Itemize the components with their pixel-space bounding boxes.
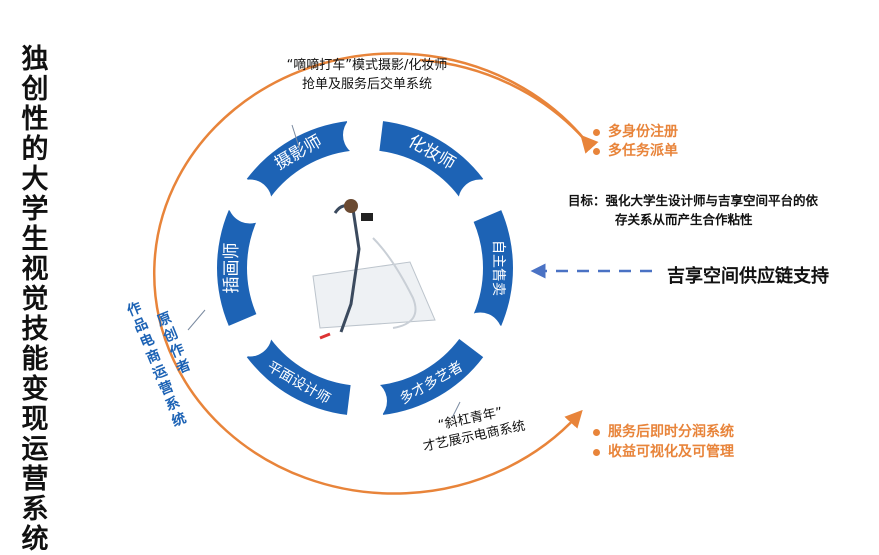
bullet-dot xyxy=(593,128,600,136)
bullet-text: 收益可视化及可管理 xyxy=(608,444,734,460)
connector-top xyxy=(291,124,301,151)
goal-line2: 存关系从而产生合作粘性 xyxy=(615,212,753,227)
ring-gap-circle xyxy=(343,113,387,157)
bullet-text: 服务后即时分润系统 xyxy=(608,424,734,440)
bullet-multi-task: 多任务派单 xyxy=(593,140,678,160)
ring-segment-3 xyxy=(379,339,484,415)
bullet-text: 多任务派单 xyxy=(608,143,678,159)
support-label: 吉享空间供应链支持 xyxy=(667,266,829,287)
connector-left xyxy=(187,309,206,331)
ring-segment-2 xyxy=(473,210,513,326)
ring-gap-circle xyxy=(343,379,387,423)
top-note-line1: “嘀嘀打车”模式摄影/化妆师 xyxy=(286,58,448,73)
bullet-profit-share: 服务后即时分润系统 xyxy=(593,421,734,441)
bullet-revenue-visible: 收益可视化及可管理 xyxy=(593,441,734,461)
top-note: “嘀嘀打车”模式摄影/化妆师 抢单及服务后交单系统 xyxy=(262,56,472,94)
bullet-dot xyxy=(593,428,600,436)
bullet-text: 多身份注册 xyxy=(608,124,678,140)
diagram-canvas: 摄影师化妆师自主售卖多才多艺者平面设计师插画师 xyxy=(153,52,652,495)
orange-arc-top xyxy=(153,52,586,495)
ring-segment-1 xyxy=(379,121,484,197)
top-note-line2: 抢单及服务后交单系统 xyxy=(301,77,432,92)
connector-bottom xyxy=(451,401,461,419)
bullet-dot xyxy=(593,147,600,155)
goal-line1: 目标：强化大学生设计师与吉享空间平台的依 xyxy=(568,193,819,208)
ring-label-5: 插画师 xyxy=(222,243,242,294)
ring-label-2: 自主售卖 xyxy=(490,240,506,296)
ring-segment-5 xyxy=(217,210,257,326)
bullet-dot xyxy=(593,448,600,456)
service-ring: 摄影师化妆师自主售卖多才多艺者平面设计师插画师 xyxy=(217,113,513,423)
ring-gap-circle xyxy=(227,179,272,224)
ring-segment-0 xyxy=(246,121,351,197)
ring-segment-4 xyxy=(246,339,351,415)
ring-gap-circle xyxy=(458,179,503,224)
illustration-placeholder xyxy=(273,176,457,360)
ring-gap-circle xyxy=(227,312,272,357)
vertical-title: 独创性的大学生视觉技能变现运营系统 xyxy=(21,44,49,555)
ring-gap-circle xyxy=(458,312,503,357)
orange-arc-start xyxy=(419,58,599,154)
goal-text: 目标：强化大学生设计师与吉享空间平台的依 存关系从而产生合作粘性 xyxy=(568,191,868,229)
bullet-multi-register: 多身份注册 xyxy=(593,121,678,141)
